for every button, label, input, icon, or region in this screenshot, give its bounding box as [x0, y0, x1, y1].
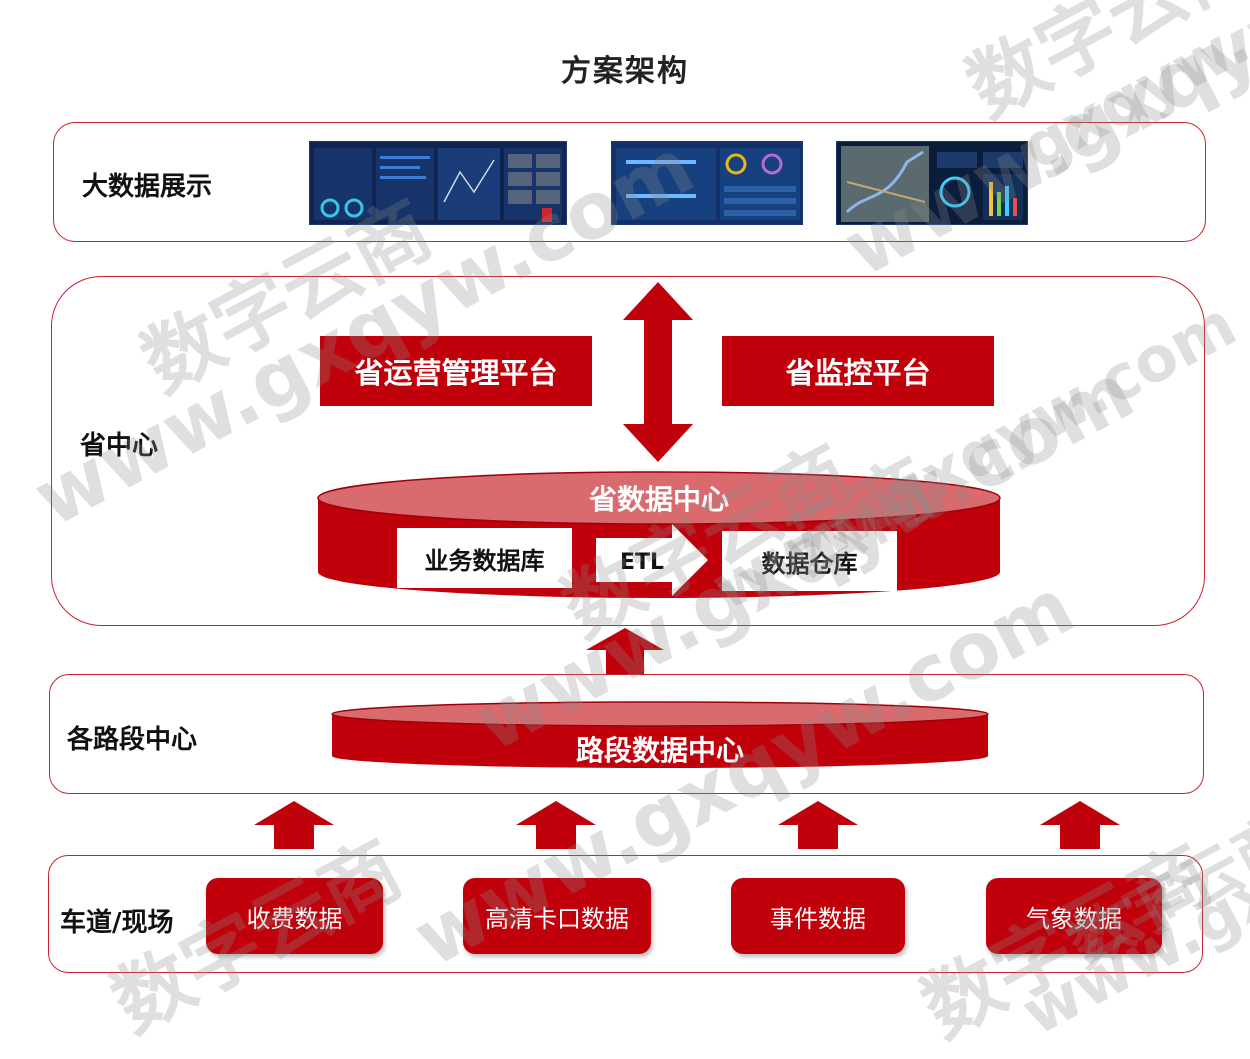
platform-operations: 省运营管理平台: [320, 336, 592, 406]
layer-province-label: 省中心: [80, 431, 159, 461]
source-weather-data: 气象数据: [986, 878, 1162, 954]
data-warehouse-box: 数据仓库: [722, 531, 897, 591]
source-event-data: 事件数据: [731, 878, 905, 954]
segment-data-center-cylinder: [331, 701, 989, 768]
layer-segment-label: 各路段中心: [67, 725, 198, 755]
up-arrow: [1040, 801, 1120, 849]
etl-arrow: [596, 524, 708, 596]
dashboard-screenshot: [836, 141, 1028, 225]
business-database-box: 业务数据库: [397, 528, 572, 588]
province-data-center-title: 省数据中心: [588, 483, 729, 516]
up-arrow: [778, 801, 858, 849]
dashboard-screenshot: [309, 141, 567, 225]
platform-monitoring: 省监控平台: [722, 336, 994, 406]
dashboard-screen-1-graphic: [310, 142, 566, 224]
segment-data-center-title: 路段数据中心: [575, 734, 744, 767]
page-title: 方案架构: [561, 54, 689, 89]
up-arrow: [586, 628, 664, 674]
source-toll-data: 收费数据: [206, 878, 383, 954]
double-arrow: [623, 282, 693, 462]
dashboard-screenshot: [611, 141, 803, 225]
dashboard-screen-2-graphic: [612, 142, 802, 224]
dashboard-screen-3-graphic: [837, 142, 1027, 224]
layer-display-label: 大数据展示: [82, 172, 213, 202]
layer-lane-label: 车道/现场: [60, 908, 174, 938]
etl-label: ETL: [619, 550, 665, 575]
up-arrow: [516, 801, 596, 849]
source-checkpoint-data: 高清卡口数据: [463, 878, 651, 954]
up-arrow: [254, 801, 334, 849]
